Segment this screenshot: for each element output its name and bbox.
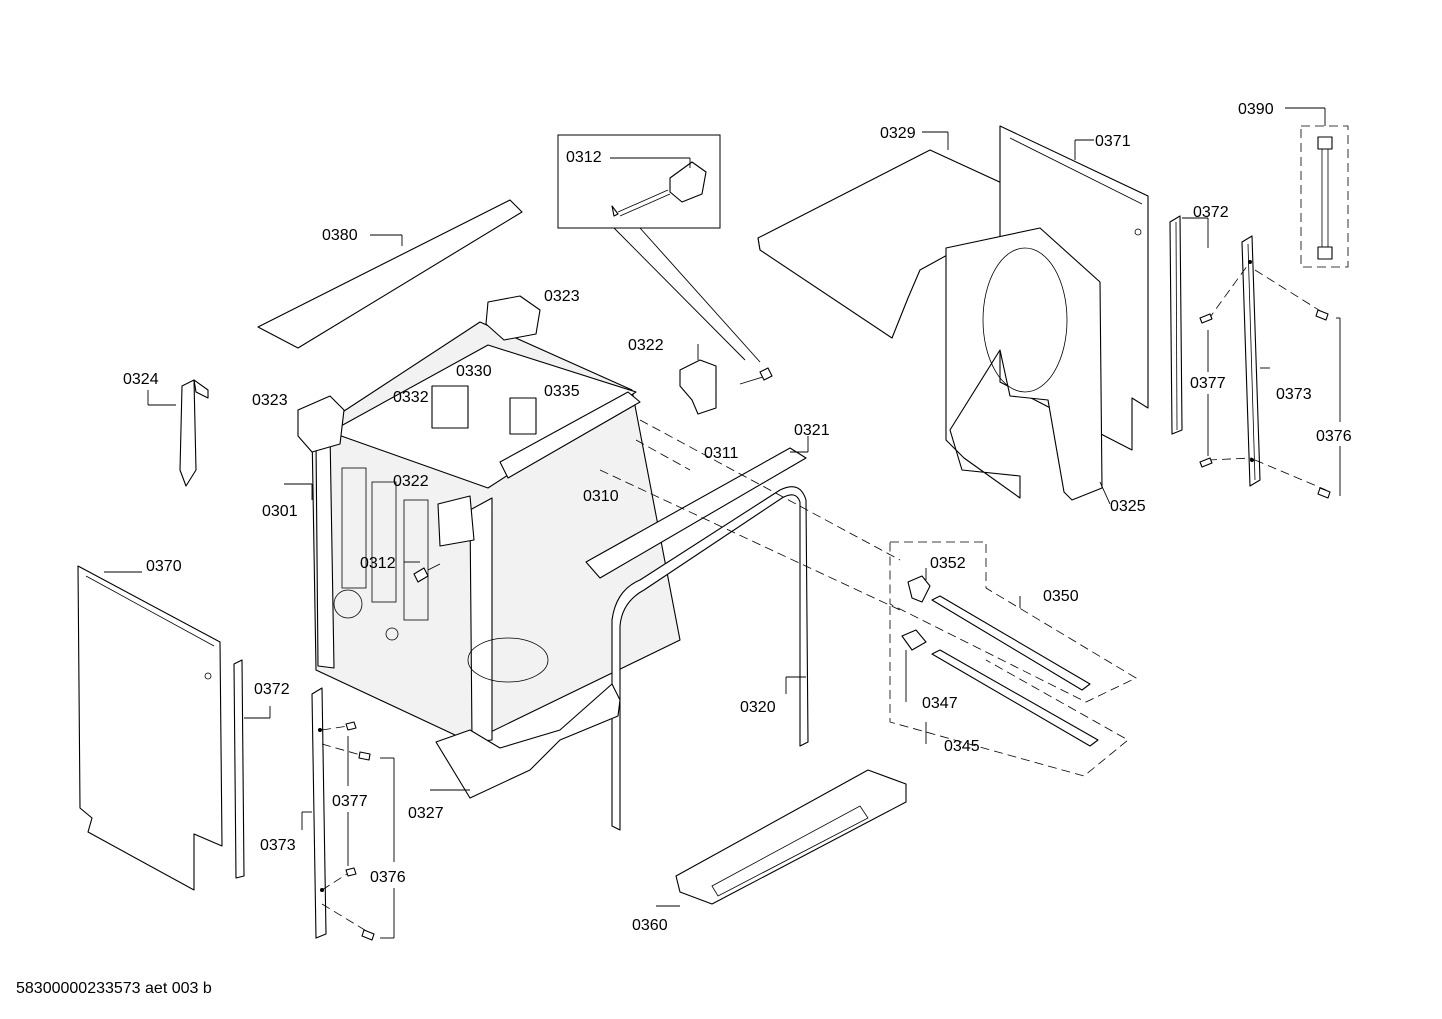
part-0372-left-strip [233,659,271,879]
part-0373-right-rail [1241,235,1270,487]
part-0372-right-strip [1169,215,1209,435]
label-0312-inset: 0312 [566,149,602,166]
assembly-guide-lines [599,419,901,611]
part-0345-rail-set [889,606,1129,777]
label-0380: 0380 [322,227,358,244]
part-0377-0376-right-screws [1199,261,1341,499]
label-0350: 0350 [1043,588,1079,605]
part-0321-front-rail [585,436,809,579]
part-0322-top-bracket [679,344,773,415]
part-0377-0376-left-screws [321,721,395,941]
label-0322-top: 0322 [628,337,664,354]
label-0345: 0345 [944,738,980,755]
part-0325-insulation-side [945,227,1111,505]
part-number-labels: 0390 0329 0371 0312 0372 0380 0323 0322 … [123,101,1352,934]
label-0360: 0360 [632,917,668,934]
label-0371: 0371 [1095,133,1131,150]
label-0310: 0310 [583,488,619,505]
label-0372-right: 0372 [1193,204,1229,221]
part-0327-base-panel [430,683,621,799]
document-id: 58300000233573 aet 003 b [16,980,212,997]
label-0373-left: 0373 [260,837,296,854]
label-0322-mid: 0322 [393,473,429,490]
label-0323-left: 0323 [252,392,288,409]
part-0380-top-strip [257,199,523,349]
label-0312-mid: 0312 [360,555,396,572]
label-0352: 0352 [930,555,966,572]
label-0330: 0330 [456,363,492,380]
part-0350-rail-set [889,541,1137,703]
label-0311: 0311 [704,445,739,462]
label-0372-left: 0372 [254,681,290,698]
label-0323-top: 0323 [544,288,580,305]
label-0335: 0335 [544,383,580,400]
label-0329: 0329 [880,125,916,142]
label-0324: 0324 [123,371,159,388]
label-0325: 0325 [1110,498,1146,515]
label-0377-left: 0377 [332,793,368,810]
part-0373-left-rail [301,687,327,939]
label-0332: 0332 [393,389,429,406]
label-0301: 0301 [262,503,298,520]
label-0376-left: 0376 [370,869,406,886]
label-0390: 0390 [1238,101,1274,118]
part-0320-door-seal [611,486,809,831]
part-0312-inset-detail [557,134,761,363]
part-0390-cable-set [1285,107,1349,268]
part-0370-side-panel [77,565,223,891]
part-0312-screw [404,561,441,583]
label-0320: 0320 [740,699,776,716]
label-0370: 0370 [146,558,182,575]
label-0327: 0327 [408,805,444,822]
part-0360-base-cover [656,769,907,907]
label-0321: 0321 [794,422,830,439]
label-0373-right: 0373 [1276,386,1312,403]
label-0347: 0347 [922,695,958,712]
part-0301-tub-frame [284,295,681,743]
label-0377-right: 0377 [1190,375,1226,392]
part-0324-bracket [147,379,209,487]
label-0376-right: 0376 [1316,428,1352,445]
